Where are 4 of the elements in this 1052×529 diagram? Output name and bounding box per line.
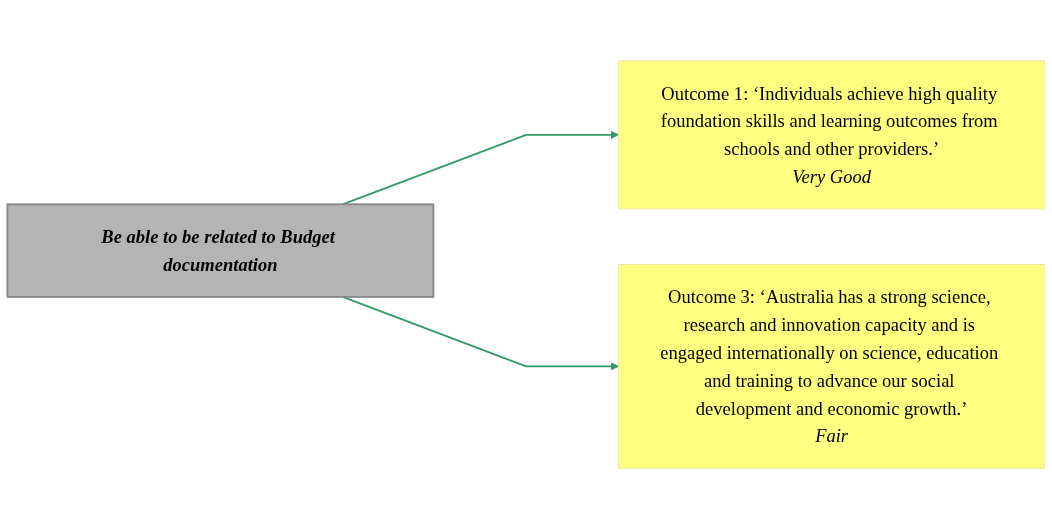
node-box: Outcome 3: ‘Australia has a strong science, research and innovation capacity and is engaged internationally on science, education and training to advance our social development and economic growth.’ Fair xyxy=(618,264,1046,469)
node-box: Be able to be related to Budget documentation xyxy=(6,203,435,298)
arrow xyxy=(341,296,619,371)
node-box: Outcome 1: ‘Individuals achieve high quality foundation skills and learning outcomes from schools and other providers.’ Very Good xyxy=(618,60,1046,210)
